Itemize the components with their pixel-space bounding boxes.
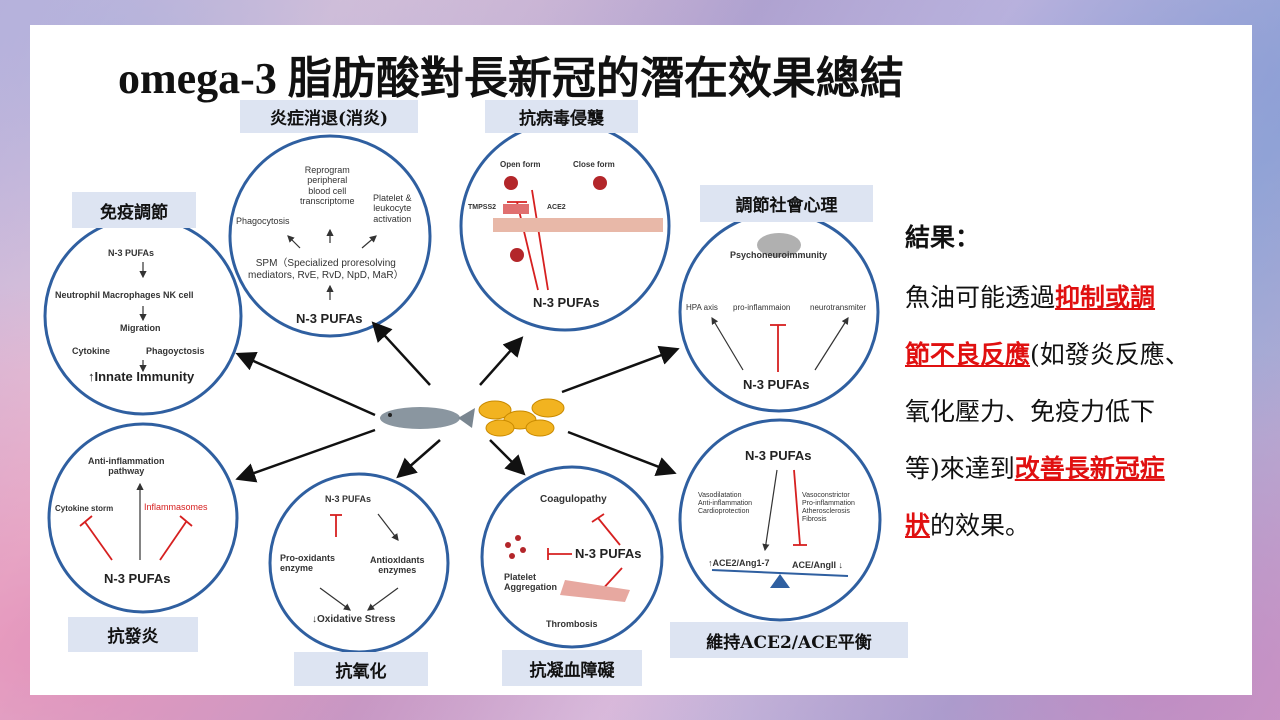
result-text: 魚油可能透過 [905, 283, 1056, 312]
antiviral-close: Close form [573, 160, 615, 169]
antiox-result: ↓Oxidative Stress [312, 614, 396, 625]
result-line-5: 狀的效果。 [905, 506, 1030, 542]
result-heading: 結果： [905, 223, 981, 252]
antiviral-open: Open form [500, 160, 541, 169]
result-line-4: 等)來達到改善長新冠症 [905, 449, 1165, 485]
label-psych: 調節社會心理 [700, 185, 873, 222]
antiox-pro: Pro-oxidants enzyme [280, 553, 336, 574]
label-ace: 維持ACE2/ACE平衡 [670, 622, 908, 658]
result-highlight: 改善長新冠症 [1014, 454, 1165, 483]
page-title: omega-3 脂肪酸對長新冠的潛在效果總結 [118, 54, 904, 103]
label-resolve: 炎症消退(消炎) [240, 100, 418, 133]
ace-src: N-3 PUFAs [745, 448, 812, 463]
anticoag-src: N-3 PUFAs [575, 546, 642, 561]
anticoag-platelet: Platelet Aggregation [504, 572, 557, 593]
circle-ace [678, 418, 882, 622]
psych-src: N-3 PUFAs [743, 377, 810, 392]
capsules-icon [478, 398, 565, 437]
psych-pro: pro-inflammaion [733, 303, 791, 312]
anticoag-coag: Coagulopathy [540, 494, 607, 505]
result-text: (如發炎反應、 [1030, 340, 1190, 369]
resolve-src: N-3 PUFAs [296, 311, 363, 326]
label-antiinflam: 抗發炎 [68, 617, 198, 652]
psych-hpa: HPA axis [686, 303, 718, 312]
result-text: 等)來達到 [905, 454, 1015, 483]
antiinflam-inflammasomes: Inflammasomes [144, 502, 208, 512]
antiviral-ace2: ACE2 [547, 204, 566, 211]
label-immune: 免疫調節 [72, 192, 196, 228]
result-text: 的效果。 [930, 511, 1031, 540]
result-line-1: 魚油可能透過抑制或調 [905, 278, 1155, 314]
immune-src: N-3 PUFAs [108, 248, 155, 258]
ace-aceang: ACE/AngII ↓ [792, 560, 843, 570]
label-anticoag: 抗凝血障礙 [502, 650, 642, 686]
antiinflam-pathway: Anti-inflammation pathway [88, 456, 165, 477]
fish-icon [380, 407, 475, 429]
antiox-anti: Antioxldants enzymes [370, 555, 425, 576]
resolve-spm: SPM（Specialized proresolving mediators, … [248, 258, 404, 281]
resolve-reprogram: Reprogram peripheral blood cell transcri… [300, 165, 355, 207]
antiviral-tmpss2: TMPSS2 [468, 204, 497, 211]
immune-phago: Phagoyctosis [146, 346, 205, 356]
antiinflam-src: N-3 PUFAs [104, 571, 171, 586]
circle-anticoag [480, 465, 664, 649]
result-line-2: 節不良反應(如發炎反應、 [905, 335, 1190, 371]
circle-antiinflam [47, 422, 239, 614]
psych-top: Psychoneuroimmunity [730, 250, 828, 260]
antiox-src: N-3 PUFAs [325, 494, 372, 504]
circle-resolve [228, 134, 432, 338]
label-antiviral: 抗病毒侵襲 [485, 100, 638, 133]
slide [30, 25, 1252, 695]
psych-neuro: neurotransmiter [810, 303, 867, 312]
result-highlight: 狀 [905, 511, 931, 540]
result-highlight: 抑制或調 [1055, 283, 1156, 312]
label-antiox: 抗氧化 [294, 652, 428, 686]
immune-result: ↑Innate Immunity [88, 369, 195, 384]
immune-migration: Migration [120, 323, 161, 333]
resolve-phago: Phagocytosis [236, 216, 290, 226]
resolve-platelet: Platelet & leukocyte activation [373, 193, 412, 224]
ace-right: Vasoconstrictor Pro-inflammation Atheros… [802, 492, 855, 524]
immune-cells: Neutrophil Macrophages NK cell [55, 290, 194, 300]
result-line-3: 氧化壓力、免疫力低下 [905, 397, 1156, 426]
immune-cytokine: Cytokine [72, 346, 111, 356]
anticoag-thrombosis: Thrombosis [546, 619, 598, 629]
antiviral-src: N-3 PUFAs [533, 295, 600, 310]
antiinflam-storm: Cytokine storm [55, 504, 114, 513]
ace-ace2: ↑ACE2/Ang1-7 [708, 558, 770, 568]
result-highlight: 節不良反應 [905, 340, 1031, 369]
ace-left: Vasodilatation Anti-inflammation Cardiop… [698, 492, 753, 516]
